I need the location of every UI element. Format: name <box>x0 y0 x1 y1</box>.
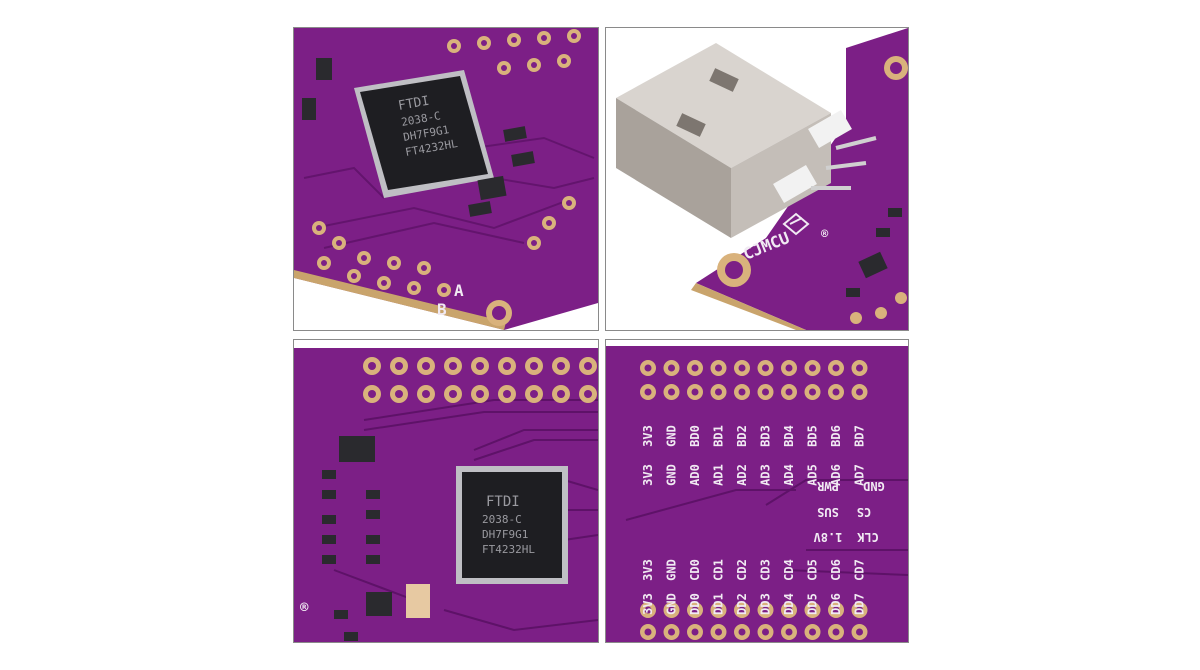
side-label: CLK <box>856 530 878 544</box>
chip-line-2-top: DH7F9G1 <box>482 528 528 541</box>
pin-label-row2: BD4 <box>782 425 796 447</box>
usb-connector <box>616 43 877 238</box>
pin-label-row2: BD2 <box>735 425 749 447</box>
photo-panel-bottom-left: FTDI 2038-C DH7F9G1 FT4232HL ® <box>293 339 599 643</box>
side-label: CS <box>857 505 871 519</box>
side-label: SUS <box>817 505 839 519</box>
pcb-photo-chip-closeup: FTDI 2038-C DH7F9G1 FT4232HL A B <box>294 28 598 330</box>
pin-label-row4: GND <box>665 593 679 615</box>
capacitor <box>406 584 430 618</box>
pin-label-row4: DD7 <box>853 593 867 615</box>
pin-label-row1: AD6 <box>829 464 843 486</box>
pin-label-row2: 3V3 <box>641 425 655 447</box>
pin-label-row1: AD7 <box>853 464 867 486</box>
pcb-top-view-photo: FTDI 2038-C DH7F9G1 FT4232HL ® <box>294 340 598 642</box>
pin-label-row1: AD2 <box>735 464 749 486</box>
pin-label-row3: CD4 <box>782 559 796 581</box>
pin-label-row4: DD0 <box>688 593 702 615</box>
pin-label-row1: AD3 <box>759 464 773 486</box>
silk-label-a: A <box>454 281 464 300</box>
pin-label-row3: CD6 <box>829 559 843 581</box>
chip-line-3-top: FT4232HL <box>482 543 535 556</box>
pin-label-row4: DD1 <box>712 593 726 615</box>
pin-label-row2: BD6 <box>829 425 843 447</box>
pin-label-row3: CD1 <box>712 559 726 581</box>
cjmcu-logo-icon <box>782 212 810 236</box>
pin-label-row4: DD6 <box>829 593 843 615</box>
registered-mark: ® <box>821 227 829 241</box>
pin-label-row2: BD1 <box>712 425 726 447</box>
pin-label-row4: DD5 <box>806 593 820 615</box>
chip-line-1-top: 2038-C <box>482 513 522 526</box>
ftdi-chip: FTDI 2038-C DH7F9G1 FT4232HL <box>354 70 494 198</box>
pin-label-row3: CD7 <box>853 559 867 581</box>
pin-label-row4: DD3 <box>759 593 773 615</box>
pin-label-row3: CD2 <box>735 559 749 581</box>
pin-label-row1: AD5 <box>806 464 820 486</box>
chip-brand-top: FTDI <box>486 494 520 510</box>
pin-label-row1: AD1 <box>712 464 726 486</box>
pin-label-row1: AD0 <box>688 464 702 486</box>
pin-label-row1: AD4 <box>782 464 796 486</box>
pin-label-row3: 3V3 <box>641 559 655 581</box>
pin-label-row2: BD5 <box>806 425 820 447</box>
photo-panel-top-right: CJMCU ® <box>605 27 909 331</box>
pin-label-row2: BD7 <box>853 425 867 447</box>
side-label: GND <box>863 479 885 493</box>
pin-label-row1: GND <box>665 464 679 486</box>
pin-label-row3: GND <box>665 559 679 581</box>
pin-label-row3: CD3 <box>759 559 773 581</box>
pin-label-row4: DD4 <box>782 593 796 615</box>
pin-label-row4: DD2 <box>735 593 749 615</box>
registered-mark-bl: ® <box>300 600 309 616</box>
pin-label-row3: CD5 <box>806 559 820 581</box>
photo-panel-top-left: FTDI 2038-C DH7F9G1 FT4232HL A B <box>293 27 599 331</box>
usb-connector-photo: CJMCU ® <box>616 28 908 330</box>
pin-label-row2: BD3 <box>759 425 773 447</box>
chip-brand: FTDI <box>397 94 430 114</box>
ftdi-chip-top: FTDI 2038-C DH7F9G1 FT4232HL <box>456 466 568 584</box>
silk-label-b: B <box>437 300 447 319</box>
pin-label-row2: GND <box>665 425 679 447</box>
pin-label-row4: 3V3 <box>641 593 655 615</box>
pin-label-row2: BD0 <box>688 425 702 447</box>
side-label: 1.8V <box>814 530 843 544</box>
pin-label-row3: CD0 <box>688 559 702 581</box>
side-label: PWR <box>816 479 838 493</box>
pin-label-row1: 3V3 <box>641 464 655 486</box>
